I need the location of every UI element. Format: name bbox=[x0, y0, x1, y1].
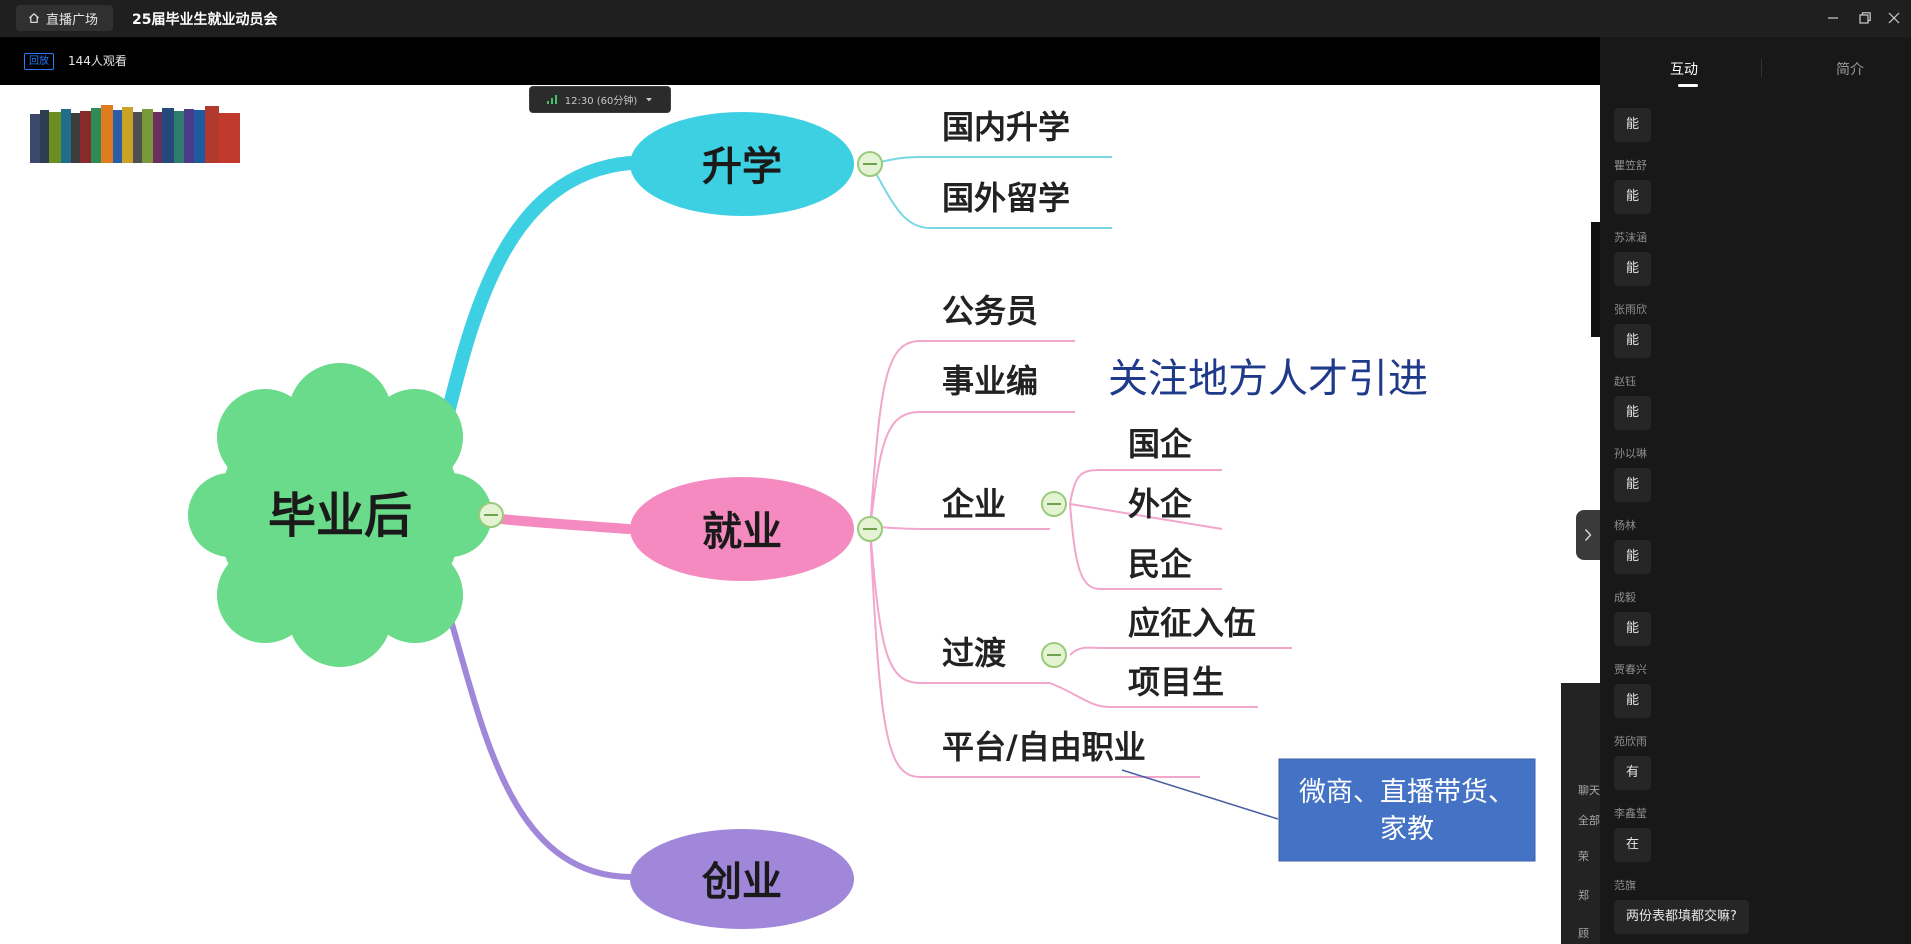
chat-message: 孙以琳 能 bbox=[1614, 445, 1652, 502]
job-item: 企业 bbox=[942, 485, 1006, 523]
chat-message: 范旗 两份表都填都交嘛? bbox=[1614, 877, 1749, 934]
message-author: 张雨欣 bbox=[1614, 303, 1647, 316]
message-text: 能 bbox=[1614, 324, 1652, 358]
message-text: 有 bbox=[1614, 756, 1652, 790]
message-author: 苑欣雨 bbox=[1614, 735, 1647, 748]
mindmap-slide: 毕业后 升学 就业 创业 国内升学 国外留学 公务员 事业编 bbox=[30, 105, 1536, 929]
books-decoration bbox=[30, 105, 240, 163]
message-author: 范旗 bbox=[1614, 879, 1636, 892]
replay-badge: 回放 bbox=[24, 53, 54, 70]
side-panel: 互动 简介 能 瞿笠舒 能 苏沫涵 能 张雨欣 能 赵钰 能 孙以琳 能 杨林 bbox=[1600, 37, 1911, 944]
message-text: 能 bbox=[1614, 108, 1652, 142]
signal-icon bbox=[546, 95, 557, 104]
study-item: 国内升学 bbox=[942, 108, 1070, 146]
job-item: 事业编 bbox=[942, 362, 1038, 400]
chat-message: 苑欣雨 有 bbox=[1614, 733, 1652, 790]
talent-note: 关注地方人才引进 bbox=[1108, 356, 1428, 402]
message-text: 能 bbox=[1614, 180, 1652, 214]
callout-text-line2: 家教 bbox=[1380, 814, 1434, 845]
close-icon[interactable] bbox=[1885, 9, 1903, 27]
link-root-study bbox=[433, 156, 637, 452]
message-text: 在 bbox=[1614, 828, 1652, 862]
tab-introduction[interactable]: 简介 bbox=[1836, 62, 1864, 78]
live-plaza-button[interactable]: 直播广场 bbox=[16, 5, 114, 31]
collapse-toggle bbox=[478, 151, 1067, 668]
message-text: 能 bbox=[1614, 252, 1652, 286]
minimize-icon[interactable] bbox=[1824, 9, 1842, 27]
enterprise-item: 国企 bbox=[1128, 425, 1193, 463]
title-bar: 直播广场 25届毕业生就业动员会 bbox=[0, 0, 1911, 37]
message-text: 能 bbox=[1614, 612, 1652, 646]
job-item: 平台/自由职业 bbox=[942, 728, 1146, 766]
window-title: 25届毕业生就业动员会 bbox=[132, 12, 278, 28]
root-label: 毕业后 bbox=[268, 488, 412, 544]
message-text: 能 bbox=[1614, 396, 1652, 430]
message-list[interactable]: 能 瞿笠舒 能 苏沫涵 能 张雨欣 能 赵钰 能 孙以琳 能 杨林 能 成毅 能 bbox=[1600, 97, 1911, 944]
transition-item: 项目生 bbox=[1128, 663, 1224, 701]
message-text: 能 bbox=[1614, 684, 1652, 718]
background-chat-text: 顾 bbox=[1578, 927, 1589, 940]
startup-node bbox=[630, 829, 854, 929]
background-chat-window: 聊天 全部 荣 郑 顾 bbox=[1561, 683, 1600, 944]
message-author: 孙以琳 bbox=[1614, 447, 1647, 460]
timer-text: 12:30 (60分钟) bbox=[564, 96, 638, 107]
message-text: 两份表都填都交嘛? bbox=[1614, 900, 1749, 934]
background-chat-text: 郑 bbox=[1578, 889, 1589, 902]
transition-item: 应征入伍 bbox=[1128, 604, 1256, 642]
live-plaza-label: 直播广场 bbox=[46, 12, 99, 28]
chat-message: 贾春兴 能 bbox=[1614, 661, 1652, 718]
active-tab-indicator bbox=[1678, 84, 1698, 87]
panel-collapse-button[interactable] bbox=[1576, 510, 1600, 560]
callout-box bbox=[1278, 758, 1536, 862]
study-label: 升学 bbox=[702, 144, 782, 190]
study-node bbox=[630, 112, 854, 216]
chat-message: 成毅 能 bbox=[1614, 589, 1652, 646]
job-item: 公务员 bbox=[942, 292, 1038, 330]
background-chat-text: 聊天 bbox=[1578, 784, 1600, 797]
restore-icon[interactable] bbox=[1856, 9, 1874, 27]
message-author: 杨林 bbox=[1614, 519, 1636, 532]
message-text: 能 bbox=[1614, 468, 1652, 502]
root-node bbox=[188, 363, 492, 667]
message-author: 李鑫莹 bbox=[1614, 807, 1647, 820]
enterprise-item: 外企 bbox=[1128, 485, 1193, 523]
chat-message: 瞿笠舒 能 bbox=[1614, 157, 1652, 214]
chevron-down-icon bbox=[646, 97, 653, 101]
callout-text-line1: 微商、直播带货、 bbox=[1299, 777, 1515, 808]
employment-label: 就业 bbox=[702, 509, 782, 555]
message-author: 瞿笠舒 bbox=[1614, 159, 1647, 172]
tab-interaction[interactable]: 互动 bbox=[1670, 62, 1698, 78]
viewer-count: 144人观看 bbox=[68, 54, 127, 68]
chat-message: 能 bbox=[1614, 97, 1652, 142]
chat-message: 苏沫涵 能 bbox=[1614, 229, 1652, 286]
chevron-right-icon bbox=[1584, 529, 1592, 541]
timer-pill[interactable]: 12:30 (60分钟) bbox=[529, 86, 671, 113]
chat-message: 杨林 能 bbox=[1614, 517, 1652, 574]
message-text: 能 bbox=[1614, 540, 1652, 574]
video-stage[interactable]: 毕业后 升学 就业 创业 国内升学 国外留学 公务员 事业编 bbox=[0, 85, 1600, 944]
chat-message: 张雨欣 能 bbox=[1614, 301, 1652, 358]
background-chat-text: 荣 bbox=[1578, 850, 1589, 863]
message-author: 赵钰 bbox=[1614, 375, 1636, 388]
tab-divider bbox=[1761, 59, 1762, 77]
employment-node bbox=[630, 477, 854, 581]
message-author: 贾春兴 bbox=[1614, 663, 1647, 676]
chat-message: 李鑫莹 在 bbox=[1614, 805, 1652, 862]
home-icon bbox=[29, 12, 39, 23]
message-author bbox=[1614, 97, 1651, 103]
background-window-edge bbox=[1591, 222, 1600, 337]
message-author: 苏沫涵 bbox=[1614, 231, 1647, 244]
message-author: 成毅 bbox=[1614, 591, 1636, 604]
player-top-bar bbox=[0, 37, 1600, 85]
chat-message: 赵钰 能 bbox=[1614, 373, 1652, 430]
link-root-startup bbox=[437, 582, 633, 880]
job-item: 过渡 bbox=[942, 634, 1007, 672]
enterprise-item: 民企 bbox=[1128, 545, 1193, 583]
startup-label: 创业 bbox=[702, 859, 782, 905]
background-chat-text: 全部 bbox=[1578, 814, 1600, 827]
study-item: 国外留学 bbox=[942, 179, 1070, 217]
